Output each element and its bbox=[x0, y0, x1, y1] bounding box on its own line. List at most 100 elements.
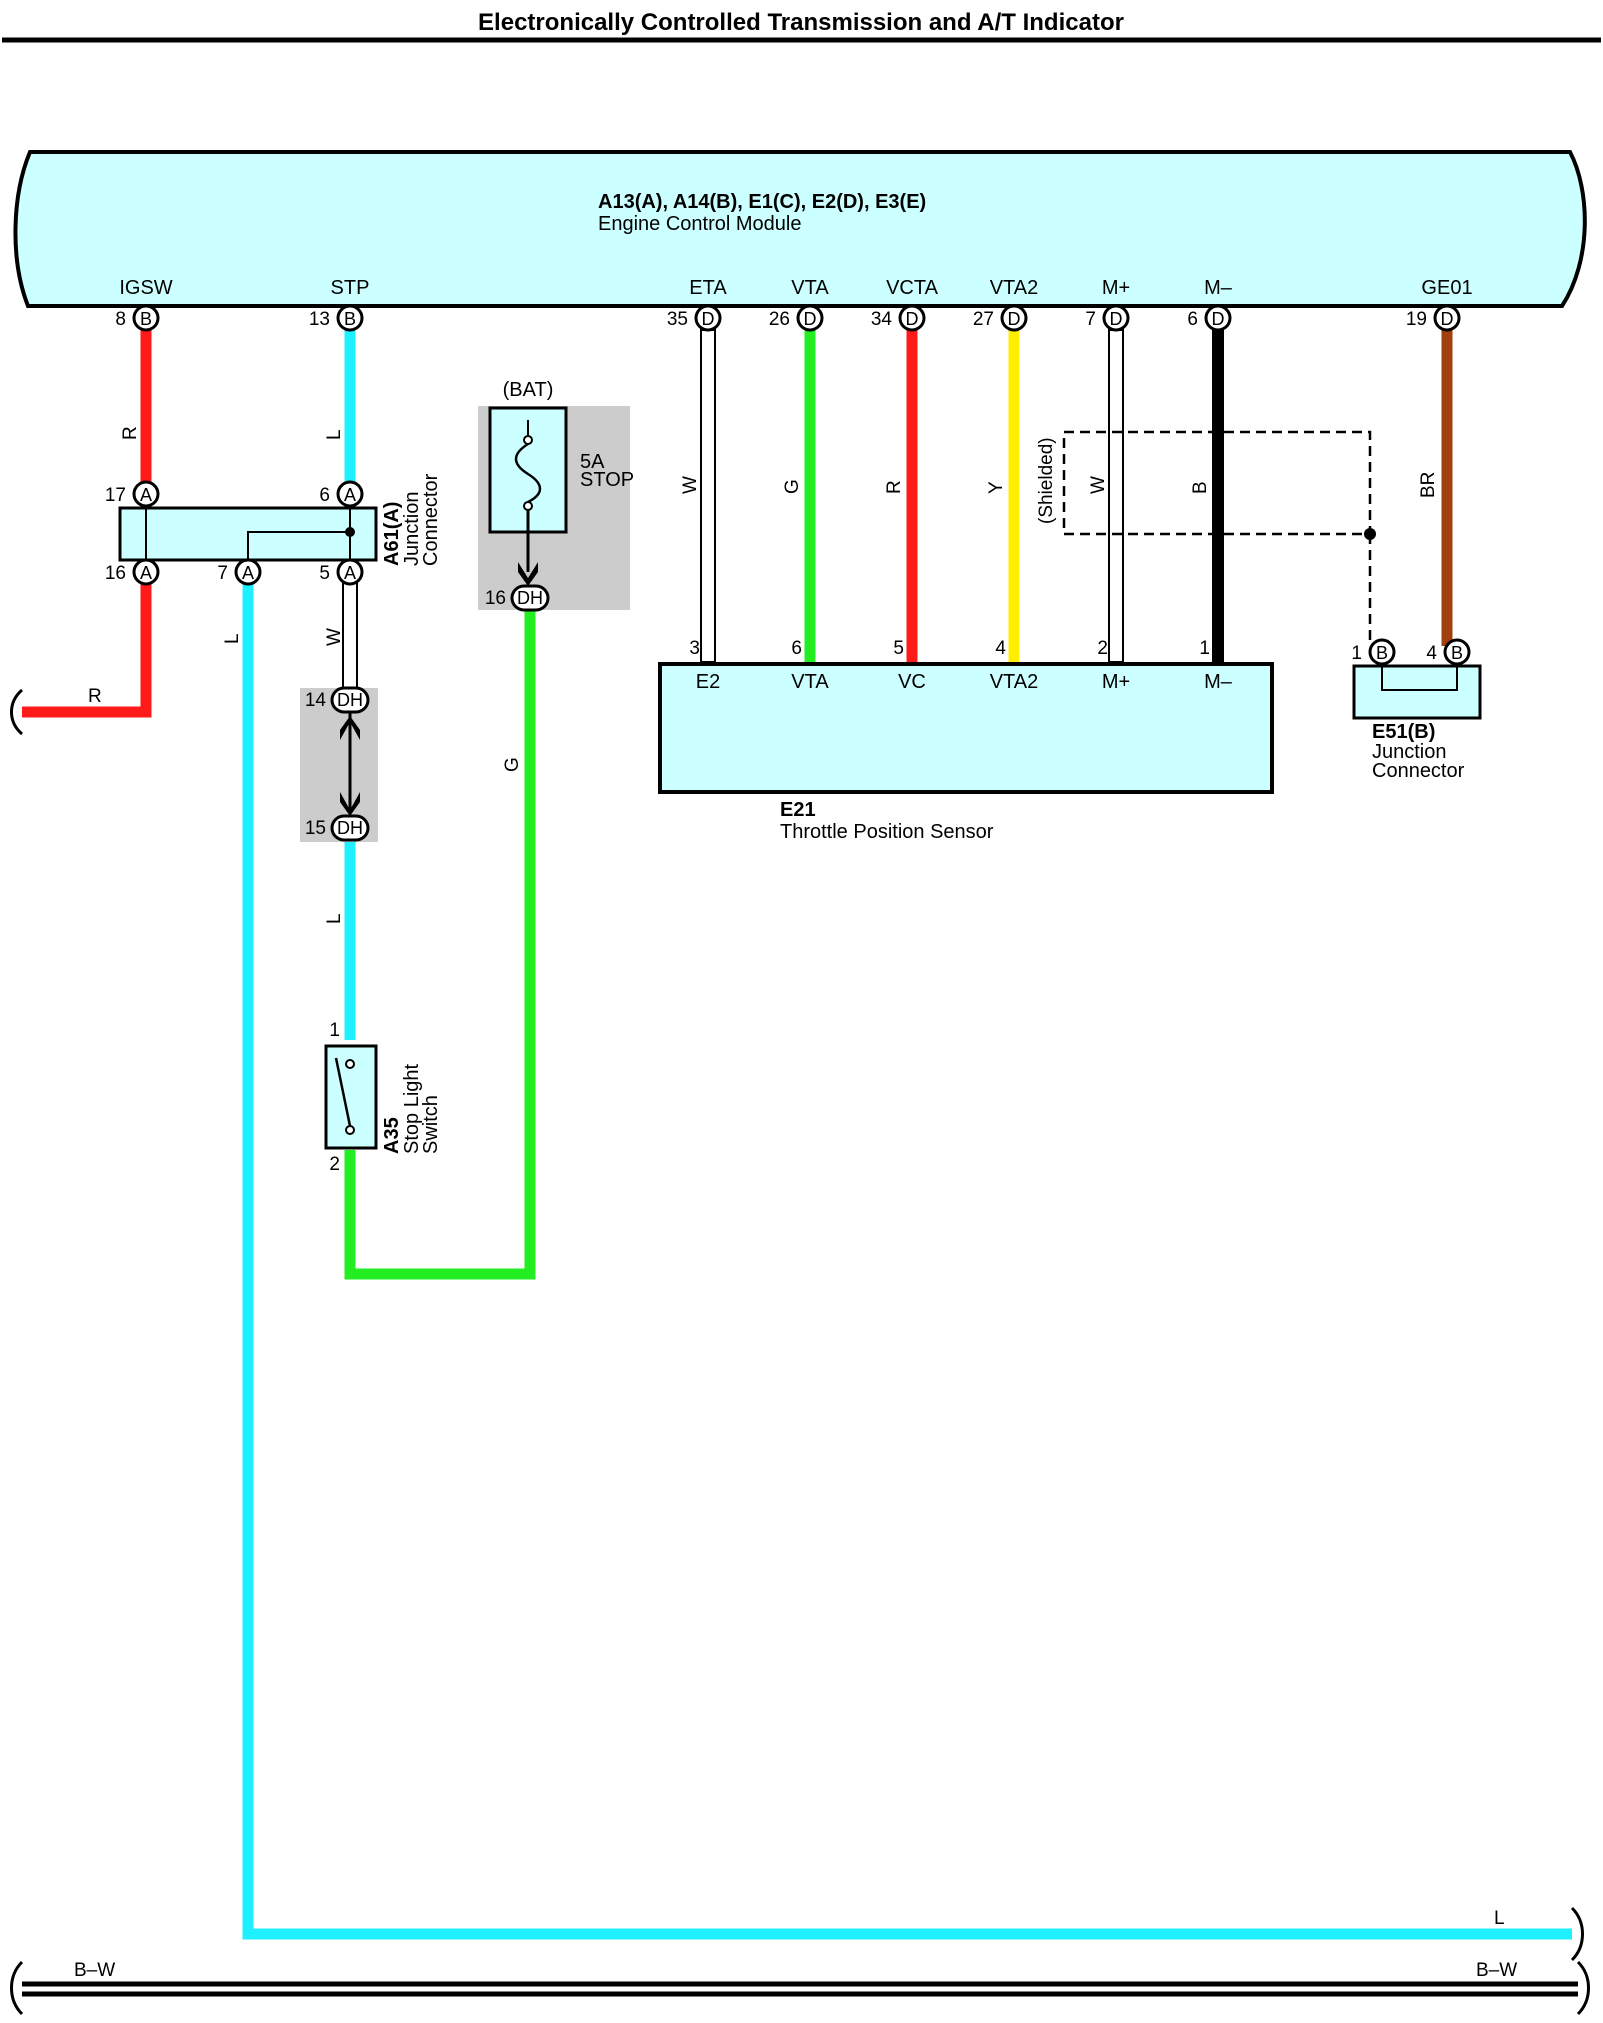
fuse-arrow bbox=[518, 562, 538, 586]
wire-code-stp: L bbox=[324, 429, 345, 440]
stop-switch-pin-bottom: 2 bbox=[329, 1154, 340, 1175]
tps-code: E21 bbox=[780, 799, 816, 821]
wire-code-bw-left: B–W bbox=[74, 1960, 115, 1981]
wire-code-dh15: L bbox=[324, 913, 345, 924]
stop-switch-name-line1: Stop Light bbox=[401, 1063, 423, 1154]
a61-name-line1: Junction bbox=[401, 492, 423, 567]
ecm-connectors-label: A13(A), A14(B), E1(C), E2(D), E3(E) bbox=[598, 191, 926, 213]
e51-pin1-marker bbox=[1368, 638, 1396, 666]
wire-green-loop bbox=[344, 608, 536, 1280]
wire-code-a61-5: W bbox=[324, 628, 345, 646]
ecm-pin-num-vta2: 27 bbox=[973, 309, 994, 330]
ecm-pin-conn-mminus: D bbox=[1212, 309, 1225, 329]
wire-code-igsw: R bbox=[120, 426, 141, 440]
a61-pin17-conn: A bbox=[140, 485, 152, 505]
wire-a61-7-blue bbox=[242, 578, 1572, 1940]
dh14-num: 14 bbox=[305, 690, 327, 711]
ecm-pin-num-vta: 26 bbox=[769, 309, 790, 330]
a61-pin17-num: 17 bbox=[105, 485, 126, 506]
ecm-pin-num-mplus: 7 bbox=[1085, 309, 1096, 330]
ecm-pin-num-igsw: 8 bbox=[115, 309, 126, 330]
wire-code-shielded: (Shielded) bbox=[1036, 437, 1057, 524]
e51-pin1-conn: B bbox=[1376, 643, 1388, 663]
a61-bus-7 bbox=[247, 531, 350, 560]
wire-code-mminus: B bbox=[1190, 481, 1211, 494]
ecm-pin-conn-vta: D bbox=[804, 309, 817, 329]
a61-pin7-conn: A bbox=[242, 563, 254, 583]
wire-red-out-left bbox=[22, 578, 152, 718]
wire-code-bottom-l: L bbox=[1494, 1908, 1505, 1929]
e51-name-line1: Junction bbox=[1372, 741, 1447, 763]
tps-pin-name-mplus: M+ bbox=[1102, 671, 1130, 693]
fuse-source: (BAT) bbox=[503, 379, 554, 401]
ecm-pin-names: IGSW STP ETA VTA VCTA VTA2 M+ M– GE01 bbox=[119, 277, 1472, 299]
wire-code-vta: G bbox=[782, 479, 803, 494]
a61-pins: A 17 A 6 A 16 A 7 A 5 bbox=[105, 480, 364, 586]
tps-pin-name-vta: VTA bbox=[791, 671, 829, 693]
fuse-element bbox=[514, 442, 542, 504]
a61-pin5-conn: A bbox=[344, 563, 356, 583]
wire-code-mplus: W bbox=[1088, 476, 1109, 494]
fuse-terminal-top bbox=[523, 435, 533, 445]
tps-pin-num-vta2: 4 bbox=[995, 638, 1006, 659]
wire-code-bw-right: B–W bbox=[1476, 1960, 1517, 1981]
wire-eta-white bbox=[700, 329, 716, 663]
ecm-pin-name-mminus: M– bbox=[1204, 277, 1233, 299]
fuse-rating: 5A bbox=[580, 451, 605, 473]
stop-switch-name-line2: Switch bbox=[420, 1095, 442, 1154]
ecm-name: Engine Control Module bbox=[598, 213, 801, 235]
ecm-pin-num-eta: 35 bbox=[667, 309, 688, 330]
stop-switch-pin-top: 1 bbox=[329, 1020, 340, 1041]
fuse-pin-num: 16 bbox=[485, 588, 506, 609]
ecm-pin-num-vcta: 34 bbox=[871, 309, 893, 330]
ecm-pin-name-vcta: VCTA bbox=[886, 277, 939, 299]
stop-switch-blade bbox=[334, 1057, 352, 1127]
stop-switch-contact-bottom bbox=[345, 1125, 355, 1135]
tps-pins: 3 E2 6 VTA 5 VC 4 VTA2 2 M+ 1 M– bbox=[689, 638, 1232, 693]
inline-arrow-down bbox=[340, 792, 360, 816]
ecm-pin-conn-ge01: D bbox=[1441, 309, 1454, 329]
wire-code-a61-7: L bbox=[222, 633, 243, 644]
fuse-terminal-bottom bbox=[523, 501, 533, 511]
ecm-pin-name-stp: STP bbox=[331, 277, 370, 299]
wire-break-left-bw bbox=[10, 1960, 24, 2016]
tps-name: Throttle Position Sensor bbox=[780, 821, 994, 843]
tps-pin-name-mminus: M– bbox=[1204, 671, 1233, 693]
stop-switch-label: A35 Stop Light Switch bbox=[381, 1063, 442, 1154]
ecm-pin-name-ge01: GE01 bbox=[1421, 277, 1472, 299]
a61-pin16-num: 16 bbox=[105, 563, 126, 584]
ecm-pin-conn-stp: B bbox=[344, 309, 356, 329]
tps-body bbox=[658, 662, 1274, 794]
fuse-name: STOP bbox=[580, 469, 634, 491]
ecm-pin-conn-vcta: D bbox=[906, 309, 919, 329]
ecm-pin-num-mminus: 6 bbox=[1187, 309, 1198, 330]
a61-label: A61(A) Junction Connector bbox=[381, 473, 442, 566]
wire-a61-5-white bbox=[342, 577, 358, 689]
e51-code: E51(B) bbox=[1372, 721, 1435, 743]
ecm-pin-num-stp: 13 bbox=[309, 309, 330, 330]
e51-pin1-num: 1 bbox=[1351, 643, 1362, 664]
e51-pin4-marker bbox=[1443, 638, 1471, 666]
ecm-pin-name-vta2: VTA2 bbox=[990, 277, 1039, 299]
fuse-pin-conn: DH bbox=[517, 588, 543, 608]
wire-break-left bbox=[10, 688, 24, 736]
tps-pin-name-e2: E2 bbox=[696, 671, 720, 693]
a61-code: A61(A) bbox=[381, 502, 403, 566]
ecm-pin-name-eta: ETA bbox=[689, 277, 727, 299]
a61-pin5-num: 5 bbox=[319, 563, 330, 584]
tps-pin-num-mminus: 1 bbox=[1199, 638, 1210, 659]
a61-splice-dot bbox=[345, 527, 355, 537]
stop-switch-contact-top bbox=[345, 1059, 355, 1069]
tps-pin-name-vta2: VTA2 bbox=[990, 671, 1039, 693]
tps-pin-num-e2: 3 bbox=[689, 638, 700, 659]
wire-break-right-bw bbox=[1576, 1960, 1590, 2016]
dh15-num: 15 bbox=[305, 818, 326, 839]
dh14-conn: DH bbox=[337, 690, 363, 710]
ecm-pin-name-mplus: M+ bbox=[1102, 277, 1130, 299]
wire-code-ge01: BR bbox=[1418, 472, 1439, 498]
ecm-pin-conn-vta2: D bbox=[1008, 309, 1021, 329]
ecm-pin-conn-eta: D bbox=[702, 309, 715, 329]
e51-bus bbox=[1381, 666, 1458, 691]
wire-code-eta: W bbox=[680, 476, 701, 494]
